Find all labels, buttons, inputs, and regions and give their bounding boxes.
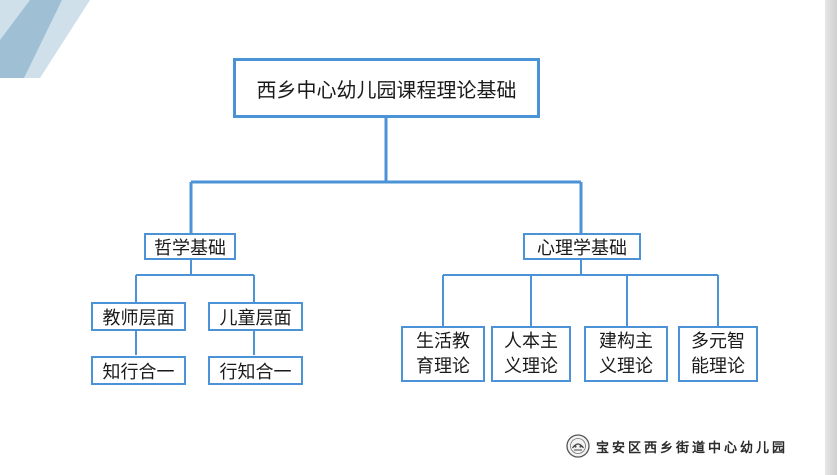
node-knowing-doing-unity: 知行合一 — [91, 356, 186, 385]
footer-branding: 宝安区西乡街道中心幼儿园 — [566, 433, 788, 459]
connector-root — [189, 116, 583, 234]
page-edge-shadow — [825, 0, 837, 475]
footer-org-name: 宝安区西乡街道中心幼儿园 — [596, 440, 789, 456]
node-doing-knowing-unity: 行知合一 — [208, 356, 303, 385]
corner-stripe-dark — [0, 0, 62, 78]
node-teacher-level: 教师层面 — [91, 302, 186, 331]
node-psychology-basis: 心理学基础 — [523, 233, 641, 260]
node-philosophy-basis: 哲学基础 — [144, 233, 236, 260]
connector-psychology — [442, 258, 719, 326]
node-humanism-theory: 人本主义理论 — [491, 326, 571, 382]
node-child-level: 儿童层面 — [208, 302, 303, 331]
node-life-education-theory: 生活教育理论 — [401, 326, 485, 382]
node-constructivism-theory: 建构主义理论 — [584, 326, 668, 382]
connector-philosophy — [135, 258, 255, 355]
root-node: 西乡中心幼儿园课程理论基础 — [233, 58, 540, 118]
corner-decoration — [0, 0, 90, 78]
node-multiple-intelligences-theory: 多元智能理论 — [678, 326, 758, 382]
kindergarten-seal-icon — [566, 434, 590, 458]
